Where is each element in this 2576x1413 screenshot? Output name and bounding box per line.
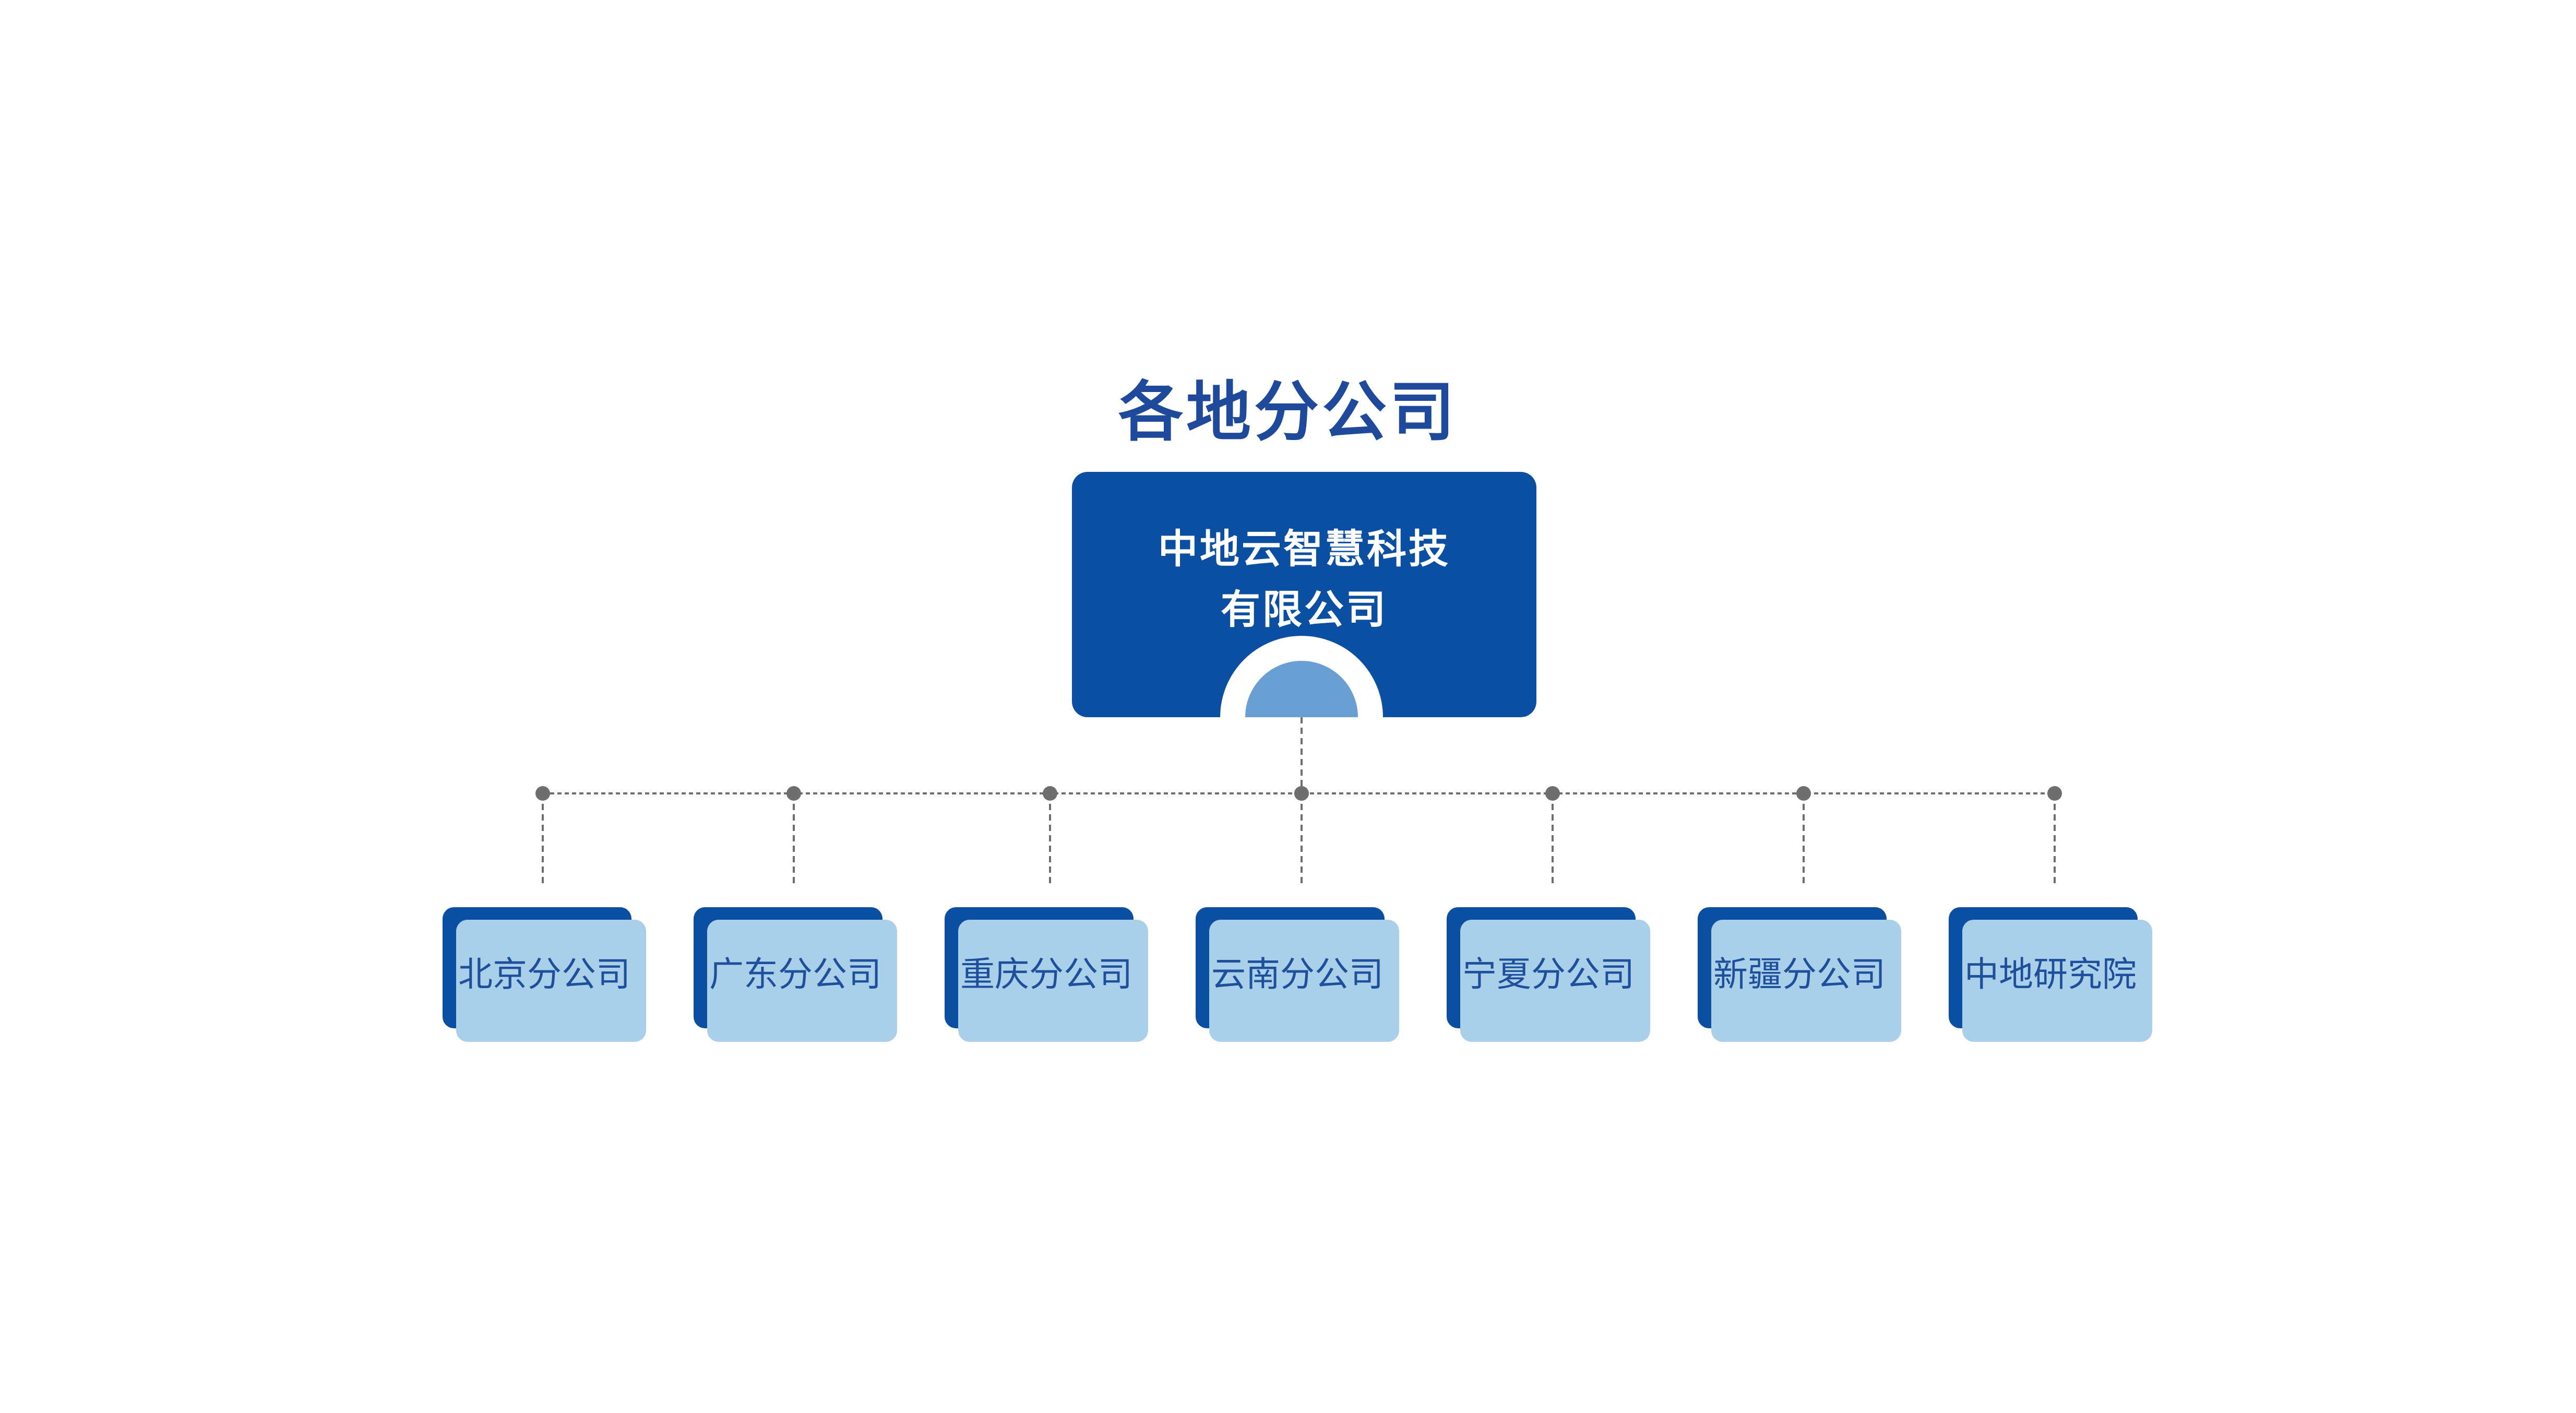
child-node: 中地研究院 — [1949, 907, 2152, 1042]
connector-dot — [2047, 786, 2062, 801]
child-node-label: 新疆分公司 — [1713, 954, 1886, 994]
parent-node: 中地云智慧科技 有限公司 — [1072, 472, 1536, 717]
parent-node-line2: 有限公司 — [1221, 586, 1388, 633]
connector-dot — [1796, 786, 1811, 801]
child-node-label: 重庆分公司 — [960, 954, 1132, 994]
child-node-card — [456, 920, 646, 1042]
parent-node-text: 中地云智慧科技 有限公司 — [1072, 519, 1536, 640]
child-node-card — [958, 920, 1148, 1042]
child-node-card — [1460, 920, 1650, 1042]
connector-dot — [786, 786, 801, 801]
child-node: 北京分公司 — [443, 907, 646, 1042]
junction-dot — [1294, 786, 1309, 801]
child-node-label: 云南分公司 — [1211, 954, 1384, 994]
connector-dot — [535, 786, 550, 801]
connector-dot — [1545, 786, 1560, 801]
diagram-title: 各地分公司 — [1118, 375, 1458, 450]
parent-anchor-semicircle — [1245, 661, 1358, 717]
child-node-label: 宁夏分公司 — [1462, 954, 1635, 994]
child-node: 广东分公司 — [694, 907, 897, 1042]
connector-dot — [1043, 786, 1057, 801]
child-node-card — [1711, 920, 1901, 1042]
child-node-label: 中地研究院 — [1964, 954, 2137, 994]
child-node: 新疆分公司 — [1698, 907, 1901, 1042]
child-node-card — [1209, 920, 1399, 1042]
child-node: 云南分公司 — [1196, 907, 1399, 1042]
child-node: 重庆分公司 — [945, 907, 1148, 1042]
child-node-card — [1962, 920, 2152, 1042]
child-node-label: 广东分公司 — [709, 954, 881, 994]
child-node-card — [707, 920, 897, 1042]
child-node: 宁夏分公司 — [1447, 907, 1650, 1042]
child-node-label: 北京分公司 — [458, 954, 630, 994]
parent-node-line1: 中地云智慧科技 — [1158, 526, 1450, 572]
